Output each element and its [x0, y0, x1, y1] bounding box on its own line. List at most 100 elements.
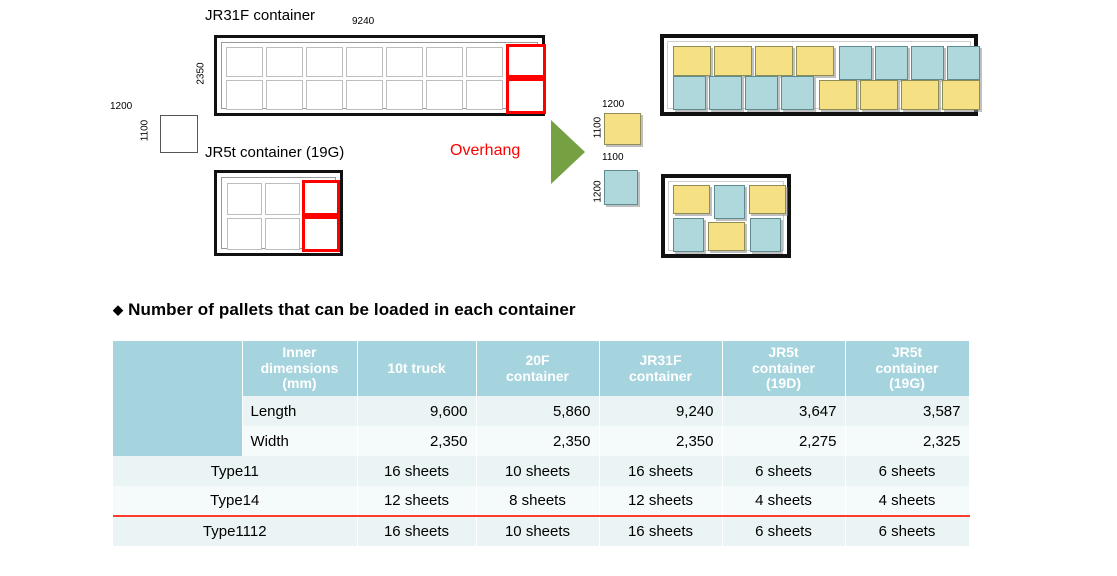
table-cell-value: 5,860 [476, 396, 600, 427]
table-cell-value: 16 sheets [357, 456, 477, 487]
loaded-pallet-yellow [673, 185, 710, 214]
table-cell-value: 4 sheets [722, 486, 846, 517]
legend-blue-pallet [604, 170, 638, 205]
table-cell-row-label: Type14 [113, 486, 358, 517]
loaded-pallet-blue [839, 46, 872, 80]
table-header-inner-dimensions: Inner dimensions (mm) [242, 341, 358, 397]
jr31f-slot [426, 47, 463, 77]
table-cell-value: 6 sheets [722, 515, 846, 547]
table-cell-row-label: Type11 [113, 456, 358, 487]
jr5t-slot [227, 218, 262, 250]
table-cell-value: 3,647 [722, 396, 846, 427]
table-header-jr5t-19g: JR5t container (19G) [845, 341, 970, 397]
loaded-pallet-blue [714, 185, 745, 219]
table-cell-corner [113, 426, 243, 457]
table-cell-row-label: Type1112 [113, 515, 358, 547]
jr31f-slot [426, 80, 463, 110]
table-cell-value: 2,325 [845, 426, 970, 457]
header-line: 10t truck [387, 359, 446, 376]
loaded-pallet-blue [673, 218, 704, 252]
header-line: dimensions [260, 359, 339, 376]
jr31f-slot [346, 47, 383, 77]
loaded-pallet-blue [911, 46, 944, 80]
jr31f-slot [386, 80, 423, 110]
loaded-pallet-blue [947, 46, 980, 80]
jr31f-container-diagram [214, 35, 546, 116]
loaded-pallet-blue [673, 76, 706, 110]
jr5t-container-diagram [214, 170, 343, 256]
jr31f-slot [266, 80, 303, 110]
loaded-pallet-yellow [901, 80, 939, 110]
section-heading-text: Number of pallets that can be loaded in … [128, 300, 576, 319]
table-cell-value: 10 sheets [476, 456, 600, 487]
table-cell-value: 6 sheets [722, 456, 846, 487]
jr31f-container-title: JR31F container [205, 7, 316, 24]
loaded-pallet-blue [781, 76, 814, 110]
jr31f-slot [346, 80, 383, 110]
jr31f-slot [466, 47, 503, 77]
jr5t-slot-overhang [302, 216, 340, 252]
table-header-20f-container: 20F container [476, 341, 600, 397]
header-line: JR31F [639, 351, 682, 368]
jr31f-slot [466, 80, 503, 110]
jr31f-slot [226, 80, 263, 110]
jr31f-slot-overhang [506, 44, 546, 78]
loaded-pallet-yellow [796, 46, 834, 76]
jr5t-container-title: JR5t container (19G) [205, 144, 345, 161]
header-line: container [628, 367, 692, 384]
table-cell-value: 12 sheets [357, 486, 477, 517]
jr5t-slot [227, 183, 262, 215]
table-cell-value: 12 sheets [599, 486, 723, 517]
header-line: container [875, 359, 939, 376]
jr31f-slot [226, 47, 263, 77]
table-cell-corner [113, 396, 243, 427]
overhang-label: Overhang [450, 142, 521, 159]
header-line: container [751, 359, 815, 376]
jr5t-slot [265, 218, 300, 250]
table-header-row: Inner dimensions (mm) 10t truck 20F cont… [113, 341, 970, 397]
table-cell-value: 6 sheets [845, 456, 970, 487]
table-cell-value: 2,350 [599, 426, 723, 457]
diamond-bullet-icon: ◆ [113, 302, 124, 317]
pallet-reference-square [160, 115, 198, 153]
jr5t-slot-overhang [302, 180, 340, 216]
legend-blue-width-label: 1100 [602, 152, 624, 163]
header-line: (19D) [765, 375, 801, 392]
legend-yellow-pallet [604, 113, 641, 145]
header-line: (mm) [282, 375, 317, 392]
table-cell-value: 3,587 [845, 396, 970, 427]
header-line: JR5t [891, 344, 923, 360]
table-cell-row-label: Length [242, 396, 358, 427]
table-row: Length 9,600 5,860 9,240 3,647 3,587 [113, 396, 970, 427]
loaded-pallet-blue [745, 76, 778, 110]
pallet-reference-width-label: 1200 [110, 101, 133, 112]
table-header-10t-truck: 10t truck [357, 341, 477, 397]
loaded-pallet-blue [875, 46, 908, 80]
jr31f-slot [306, 80, 343, 110]
legend-yellow-height-label: 1100 [592, 116, 604, 139]
table-cell-value: 9,600 [357, 396, 477, 427]
table-cell-row-label: Width [242, 426, 358, 457]
table-cell-value: 9,240 [599, 396, 723, 427]
legend-yellow-width-label: 1200 [602, 99, 625, 110]
jr5t-slot [265, 183, 300, 215]
loaded-pallet-blue [709, 76, 742, 110]
loaded-pallet-yellow [942, 80, 980, 110]
loaded-pallet-yellow [749, 185, 786, 214]
table-cell-value: 16 sheets [599, 515, 723, 547]
header-line: container [505, 367, 569, 384]
loaded-jr31f-container [660, 34, 980, 116]
loaded-jr5t-container [661, 174, 791, 258]
table-cell-value: 16 sheets [599, 456, 723, 487]
legend-blue-height-label: 1200 [592, 180, 604, 203]
header-line: JR5t [768, 344, 799, 360]
jr31f-length-label: 9240 [352, 16, 375, 27]
jr31f-slot [386, 47, 423, 77]
pallet-reference-height-label: 1100 [139, 119, 151, 142]
jr31f-slot [306, 47, 343, 77]
header-line: 20F [525, 351, 550, 368]
table-cell-value: 4 sheets [845, 486, 970, 517]
loaded-pallet-yellow [819, 80, 857, 110]
table-row: Type11 16 sheets 10 sheets 16 sheets 6 s… [113, 456, 970, 487]
